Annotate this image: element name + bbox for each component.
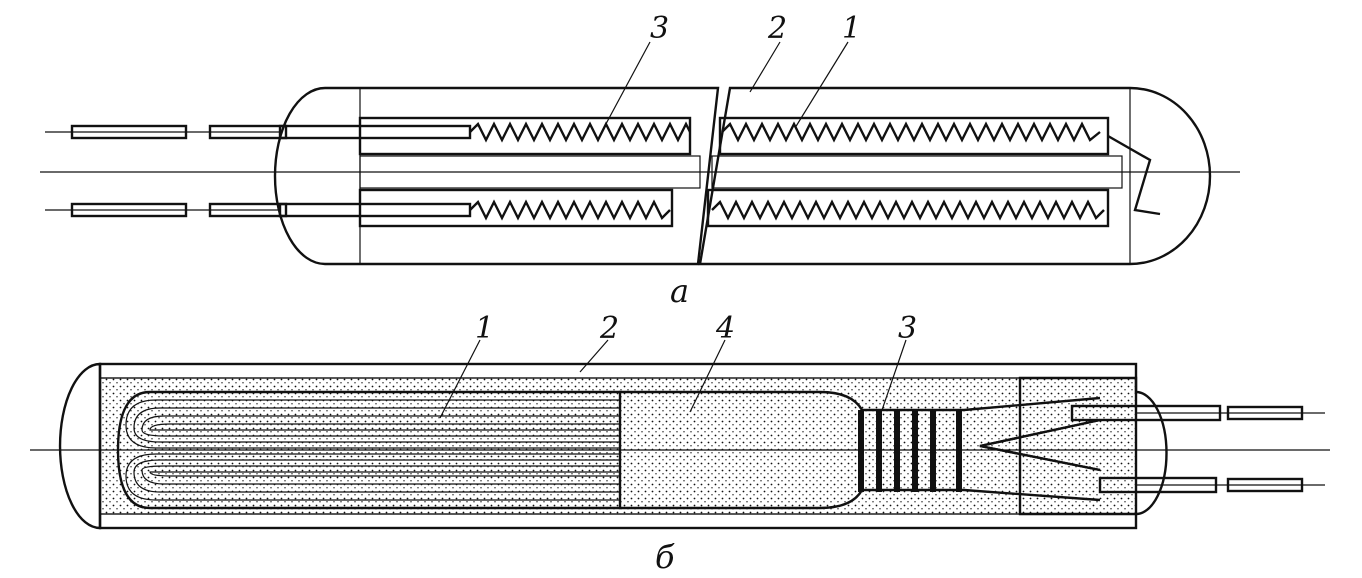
caption-b: б: [655, 538, 675, 576]
label-b-2: 2: [599, 311, 619, 346]
lead-wires-a: [45, 124, 288, 218]
contacts-b: [858, 396, 1101, 502]
body-right-a: [698, 86, 1212, 266]
heater-bundle-b: [116, 390, 620, 510]
terminals-b: [1070, 404, 1325, 494]
leaders-b: [439, 339, 907, 419]
label-a-2: 2: [767, 11, 787, 46]
label-a-3: 3: [650, 11, 669, 46]
end-cap-b: [1018, 376, 1168, 516]
sheath-b: [58, 362, 1138, 530]
label-a-1: 1: [842, 11, 861, 46]
body-left-a: [273, 86, 720, 266]
label-b-1: 1: [475, 311, 494, 346]
label-b-3: 3: [898, 311, 917, 346]
diagram-b: 1 2 4 3 б: [30, 311, 1330, 576]
label-b-4: 4: [715, 311, 735, 346]
leaders-a: [599, 41, 849, 136]
caption-a: а: [670, 272, 689, 310]
diagram-a: 3 2 1 а: [40, 11, 1240, 310]
